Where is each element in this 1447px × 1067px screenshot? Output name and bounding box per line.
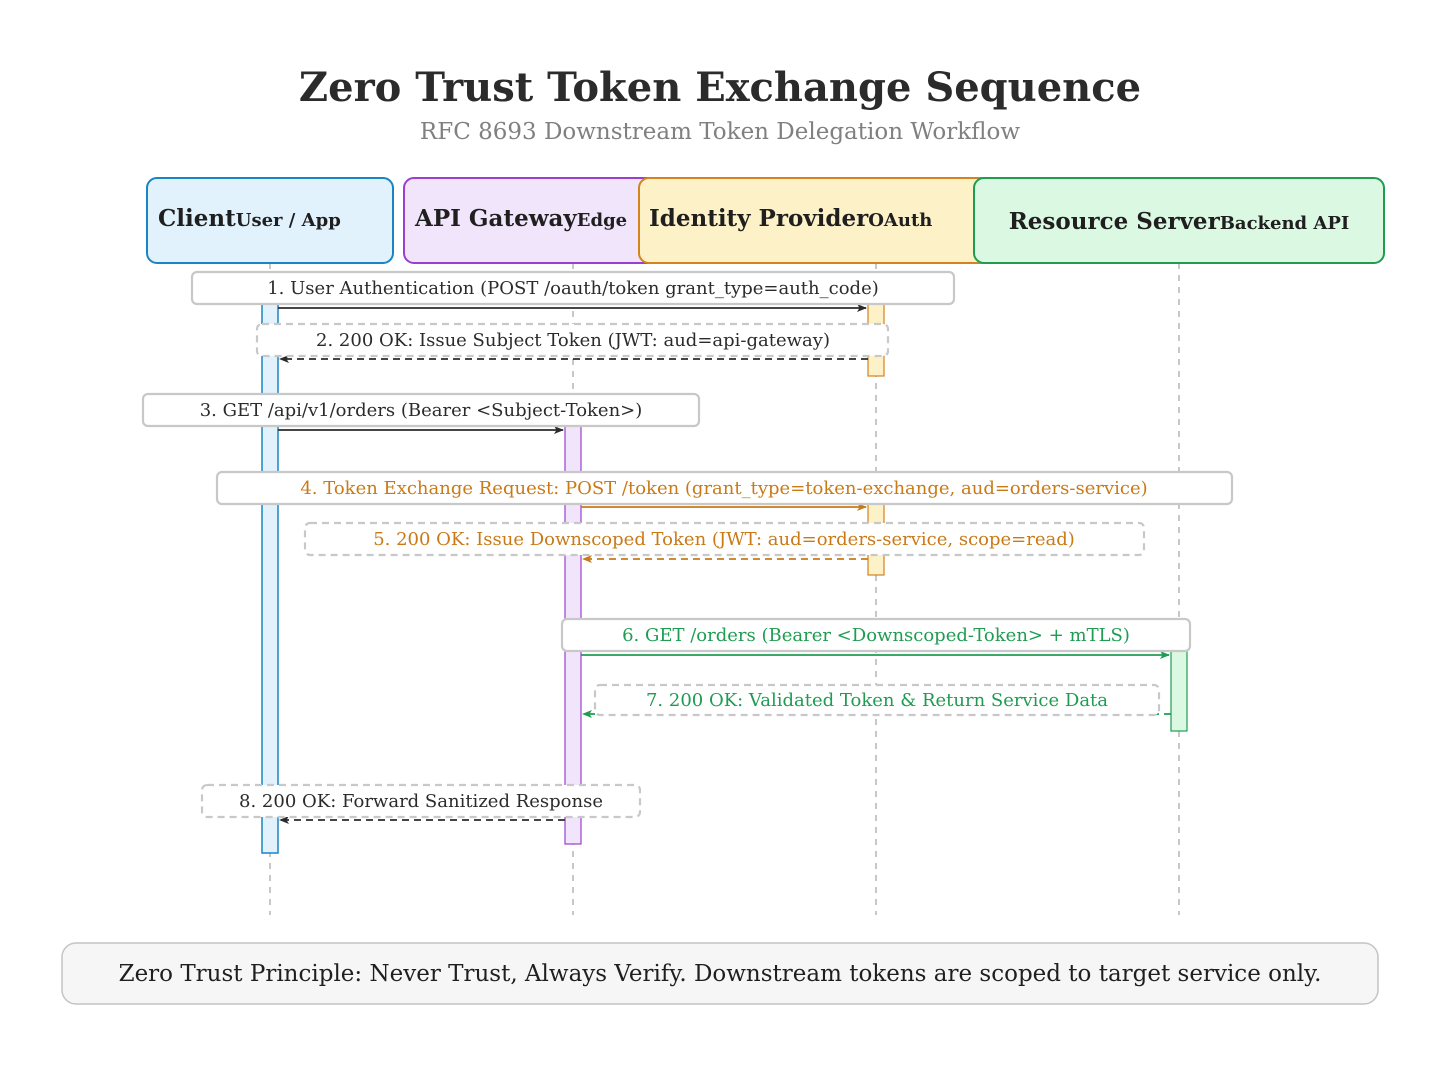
footer-box	[61, 942, 1379, 1005]
participant-sub: OAuth	[868, 210, 932, 231]
participant-sub: Backend API	[1220, 213, 1350, 234]
messages: 1. User Authentication (POST /oauth/toke…	[141, 270, 1234, 824]
message-label-box	[141, 392, 701, 428]
message-label: 1. User Authentication (POST /oauth/toke…	[267, 278, 879, 299]
message-label: 8. 200 OK: Forward Sanitized Response	[239, 791, 603, 812]
participant-box	[973, 177, 1385, 264]
message-label-box	[190, 270, 956, 306]
activation-bar-client	[261, 303, 279, 854]
message-label: 5. 200 OK: Issue Downscoped Token (JWT: …	[373, 529, 1075, 550]
participant-resource: Resource ServerBackend API	[973, 177, 1385, 264]
footer-note: Zero Trust Principle: Never Trust, Alway…	[61, 942, 1379, 1005]
participant-label: Resource ServerBackend API	[1009, 208, 1350, 235]
participant-sub: User / App	[236, 210, 341, 231]
message-1: 1. User Authentication (POST /oauth/toke…	[190, 270, 956, 312]
message-label-box	[255, 322, 890, 358]
message-label: 2. 200 OK: Issue Subject Token (JWT: aud…	[316, 330, 830, 351]
message-8: 8. 200 OK: Forward Sanitized Response	[200, 783, 642, 824]
participant-label: API GatewayEdge	[414, 205, 627, 232]
activation-bars	[261, 303, 1188, 854]
message-3: 3. GET /api/v1/orders (Bearer <Subject-T…	[141, 392, 701, 434]
message-label-box	[593, 683, 1161, 717]
participant-gateway: API GatewayEdge	[403, 177, 705, 264]
participant-client: ClientUser / App	[146, 177, 394, 264]
message-label: 4. Token Exchange Request: POST /token (…	[300, 478, 1147, 499]
diagram-subtitle: RFC 8693 Downstream Token Delegation Wor…	[420, 119, 1020, 145]
participant-sub: Edge	[577, 210, 627, 231]
footer-text: Zero Trust Principle: Never Trust, Alway…	[119, 961, 1322, 987]
message-2: 2. 200 OK: Issue Subject Token (JWT: aud…	[255, 322, 890, 363]
message-label-box	[560, 617, 1192, 653]
participant-name: Resource Server	[1009, 208, 1221, 235]
participants: ClientUser / App API GatewayEdge Identit…	[146, 177, 1385, 264]
message-4: 4. Token Exchange Request: POST /token (…	[215, 470, 1234, 511]
participant-box	[146, 177, 394, 264]
participant-name: API Gateway	[414, 205, 577, 232]
message-5: 5. 200 OK: Issue Downscoped Token (JWT: …	[303, 521, 1146, 563]
message-label-box	[200, 783, 642, 819]
participant-name: Identity Provider	[649, 205, 869, 232]
message-label: 6. GET /orders (Bearer <Downscoped-Token…	[622, 625, 1130, 646]
message-label-box	[303, 521, 1146, 557]
activation-bar-resource	[1170, 650, 1188, 732]
participant-idp: Identity ProviderOAuth	[638, 177, 1000, 264]
message-label-box	[215, 470, 1234, 506]
participant-label: Identity ProviderOAuth	[649, 205, 932, 232]
message-6: 6. GET /orders (Bearer <Downscoped-Token…	[560, 617, 1192, 659]
lifelines	[269, 263, 1180, 915]
message-label: 3. GET /api/v1/orders (Bearer <Subject-T…	[200, 400, 643, 421]
participant-name: Client	[158, 205, 236, 232]
message-7: 7. 200 OK: Validated Token & Return Serv…	[582, 683, 1171, 718]
message-label: 7. 200 OK: Validated Token & Return Serv…	[646, 690, 1108, 711]
diagram-title: Zero Trust Token Exchange Sequence	[299, 64, 1141, 111]
participant-label: ClientUser / App	[158, 205, 341, 232]
